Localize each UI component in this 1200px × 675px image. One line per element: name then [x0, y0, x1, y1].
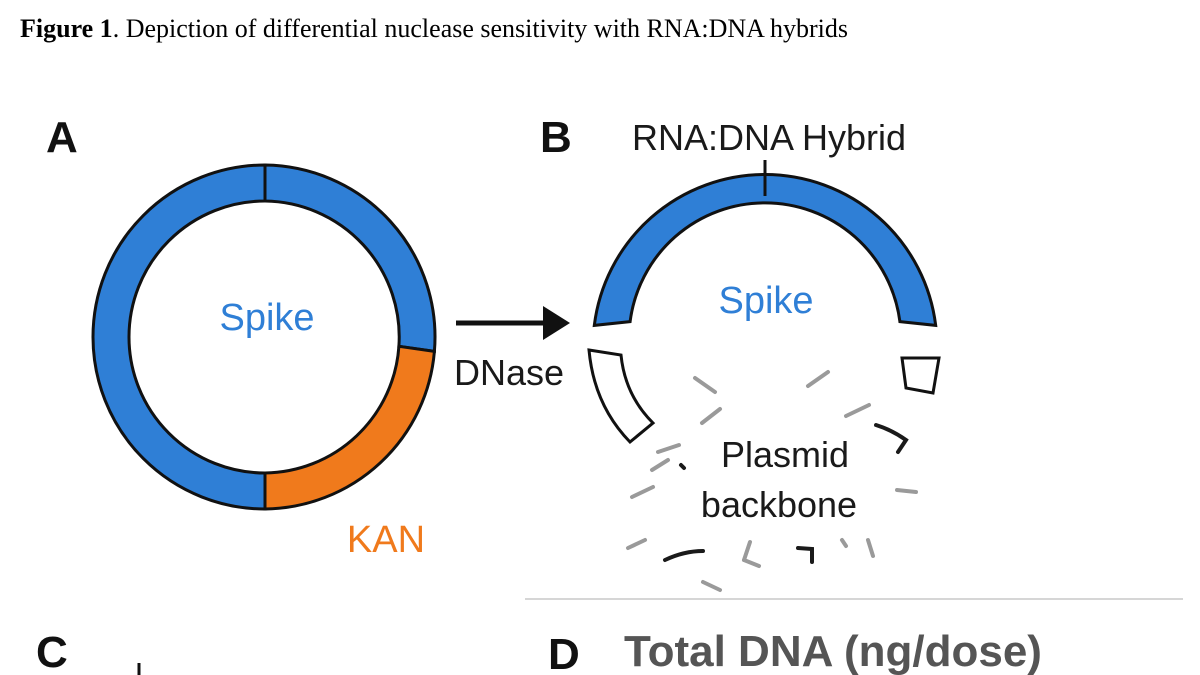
plasmid-label: Plasmid	[721, 434, 849, 475]
backbone-fragment-left	[587, 348, 656, 445]
panel-c-letter: C	[36, 628, 68, 675]
panel-d-letter: D	[548, 630, 580, 675]
panel-a-letter: A	[46, 113, 78, 162]
panel-b-title: RNA:DNA Hybrid	[632, 117, 906, 158]
panel-b-letter: B	[540, 113, 572, 162]
panel-d-title: Total DNA (ng/dose)	[624, 627, 1042, 675]
panel-b-spike-label: Spike	[718, 280, 813, 322]
backbone-fragment-right	[900, 356, 941, 395]
figure-caption: Figure 1. Depiction of differential nucl…	[20, 14, 848, 44]
kan-segment	[263, 344, 437, 511]
figure-caption-text: . Depiction of differential nuclease sen…	[112, 14, 849, 43]
dnase-label: DNase	[454, 352, 564, 393]
kan-label: KAN	[347, 519, 425, 561]
dnase-arrow	[456, 306, 570, 340]
figure-label: Figure 1	[20, 14, 113, 43]
panel-a-spike-label: Spike	[219, 297, 314, 339]
backbone-label: backbone	[701, 484, 857, 525]
plasmid-ring	[91, 163, 437, 511]
spike-segment-left	[91, 163, 267, 511]
hybrid-arc	[592, 173, 938, 328]
digested-fragments	[626, 370, 918, 592]
